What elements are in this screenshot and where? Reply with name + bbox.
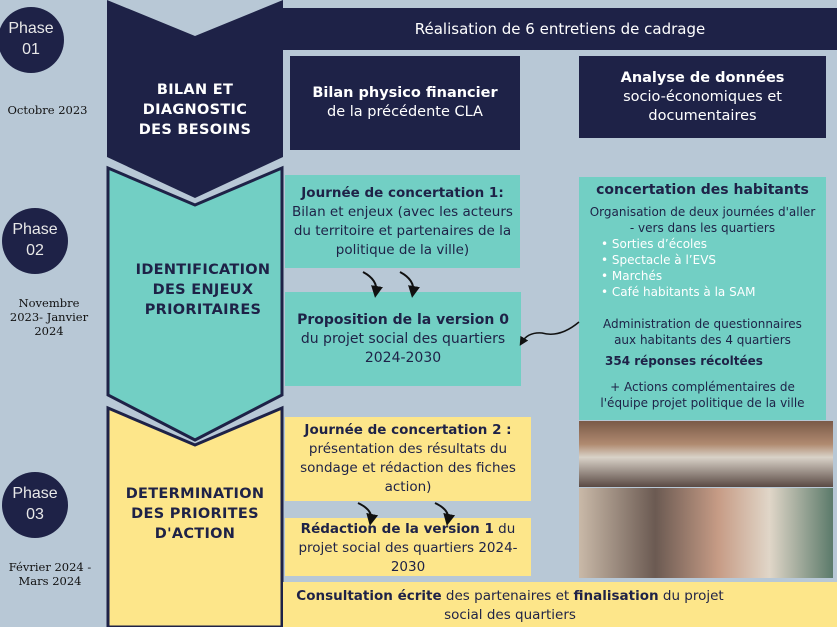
chevron-phase-1: [107, 0, 283, 198]
list-item: Marchés: [601, 268, 755, 284]
phase-label: Phase: [12, 485, 58, 502]
journee-2-box: Journée de concertation 2 : présentation …: [285, 417, 531, 501]
habitants-box: concertation des habitants Organisation …: [579, 177, 826, 420]
phase-3-badge: Phase 03: [2, 472, 68, 538]
journee-2-title: Journée de concertation 2 :: [304, 422, 512, 438]
list-item: Spectacle à l’EVS: [601, 252, 755, 268]
chevron-phase-2: [106, 165, 284, 442]
analyse-box: Analyse de données socio-économiques et d…: [579, 56, 826, 138]
analyse-title: Analyse de données: [620, 69, 785, 86]
phase-2-date: Novembre 2023- Janvier 2024: [9, 296, 89, 338]
analyse-text: socio-économiques et documentaires: [623, 88, 782, 124]
habitants-list: Sorties d’écoles Spectacle à l’EVS March…: [601, 236, 756, 300]
responses-count: 354 réponses récoltées: [605, 354, 763, 368]
phase-label: Phase: [12, 221, 58, 238]
consultation-box: Consultation écrite des partenaires et f…: [283, 582, 837, 627]
redaction-title: Rédaction de la version 1: [300, 521, 494, 537]
actions-text: + Actions complémentaires de l'équipe pr…: [600, 380, 805, 410]
phase-1-badge: Phase 01: [0, 7, 64, 73]
redaction-box: Rédaction de la version 1 du projet soci…: [285, 518, 531, 576]
phase-1-title: BILAN ET DIAGNOSTIC DES BESOINS: [138, 82, 252, 138]
bilan-title: Bilan physico financier: [312, 85, 498, 101]
finalisation-label: finalisation: [573, 588, 659, 604]
habitants-intro: Organisation de deux journées d'aller - …: [589, 205, 816, 235]
consultation-text-end: du projet social des quartiers: [444, 588, 724, 623]
phase-label: Phase: [8, 20, 54, 37]
consultation-text: des partenaires et: [441, 588, 574, 604]
questionnaires-text: Administration de questionnaires aux hab…: [603, 317, 802, 347]
photo-meeting: [579, 421, 833, 487]
habitants-title: concertation des habitants: [596, 182, 809, 198]
journee-2-text: présentation des résultats du sondage et…: [300, 441, 516, 495]
phase-1-date: Octobre 2023: [7, 103, 88, 117]
list-item: Café habitants à la SAM: [601, 284, 756, 300]
phase-number: 03: [26, 506, 44, 523]
phase-2-title: IDENTIFICATION DES ENJEUX PRIORITAIRES: [135, 262, 271, 318]
phase-3-title: DETERMINATION DES PRIORITES D'ACTION: [125, 486, 265, 542]
entretiens-banner: Réalisation de 6 entretiens de cadrage: [283, 8, 837, 50]
proposition-title: Proposition de la version 0: [297, 311, 509, 328]
phase-number: 02: [26, 242, 44, 259]
journee-1-title: Journée de concertation 1:: [301, 184, 504, 201]
chevron-phase-3: [106, 405, 284, 627]
journee-1-box: Journée de concertation 1: Bilan et enjeu…: [285, 175, 520, 268]
journee-1-text: Bilan et enjeux (avec les acteurs du ter…: [292, 203, 513, 258]
bilan-text: de la précédente CLA: [327, 104, 483, 120]
phase-3-date: Février 2024 - Mars 2024: [8, 560, 92, 588]
redaction-text: du projet social des quartiers 2024-2030: [298, 521, 518, 575]
list-item: Sorties d’écoles: [601, 236, 755, 252]
proposition-text: du projet social des quartiers 2024-2030: [300, 330, 506, 366]
phase-number: 01: [22, 41, 40, 58]
photo-workshop: [579, 488, 833, 578]
bilan-box: Bilan physico financier de la précédente …: [290, 56, 520, 150]
phase-2-badge: Phase 02: [2, 208, 68, 274]
consultation-title: Consultation écrite: [296, 588, 442, 604]
proposition-box: Proposition de la version 0 du projet soc…: [285, 292, 521, 386]
